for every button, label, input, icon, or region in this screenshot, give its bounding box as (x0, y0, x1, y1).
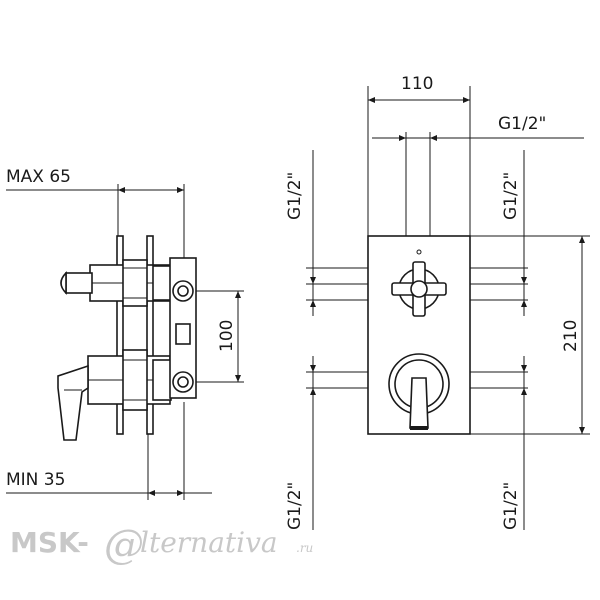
lower-port-inner (177, 376, 189, 388)
left-lower-thread-label: G1/2" (285, 482, 305, 530)
lower-port-circle (172, 371, 194, 393)
indicator-dot (416, 249, 422, 255)
upper-knob-stem (65, 272, 93, 294)
top-thread-label: G1/2" (498, 114, 546, 134)
arrow-icon (235, 291, 241, 298)
lever-handle (57, 364, 89, 441)
arrow-icon (399, 135, 406, 141)
lower-box (152, 359, 172, 401)
lever-knob-arm (409, 377, 429, 429)
lever-knob (388, 353, 450, 429)
arrow-icon (310, 277, 316, 284)
arrow-icon (368, 97, 375, 103)
arrow-icon (579, 427, 585, 434)
upper-knob-cap (60, 271, 67, 295)
arrow-icon (310, 388, 316, 395)
min-depth-label: MIN 35 (6, 470, 65, 490)
lower-thread-section (122, 349, 148, 411)
arrow-icon (430, 135, 437, 141)
watermark: MSK- @ lternativa .ru (10, 522, 313, 568)
arrow-icon (521, 388, 527, 395)
cross-handle (391, 261, 447, 317)
arrow-icon (235, 375, 241, 382)
watermark-suffix: .ru (296, 541, 313, 555)
arrow-icon (177, 187, 184, 193)
connector-slot (175, 323, 191, 345)
width-label: 110 (401, 74, 433, 94)
arrow-icon (521, 277, 527, 284)
lever-base-mark (410, 426, 428, 430)
arrow-icon (521, 300, 527, 307)
upper-box (152, 265, 172, 301)
upper-thread-section (122, 259, 148, 307)
upper-port-inner (177, 285, 189, 297)
side-view: MAX 65 MIN 35 (6, 167, 244, 500)
arrow-icon (521, 365, 527, 372)
arrow-icon (310, 365, 316, 372)
arrow-icon (463, 97, 470, 103)
center-distance-label: 100 (217, 320, 237, 352)
front-view: 110 G1/2" G1/2" (285, 74, 590, 530)
upper-port-circle (172, 280, 194, 302)
arrow-icon (118, 187, 125, 193)
arrow-icon (148, 490, 155, 496)
watermark-prefix: MSK- (10, 526, 89, 559)
right-lower-thread-label: G1/2" (501, 482, 521, 530)
watermark-script: lternativa (140, 526, 278, 559)
wall-plate-outer (116, 235, 124, 435)
arrow-icon (177, 490, 184, 496)
height-label: 210 (561, 320, 581, 352)
arrow-icon (310, 300, 316, 307)
wall-plate-inner (146, 235, 154, 435)
right-upper-thread-label: G1/2" (501, 172, 521, 220)
watermark-at-icon: @ (104, 522, 144, 568)
left-upper-thread-label: G1/2" (285, 172, 305, 220)
max-depth-label: MAX 65 (6, 167, 71, 187)
cross-handle-hub (410, 280, 428, 298)
arrow-icon (579, 236, 585, 243)
